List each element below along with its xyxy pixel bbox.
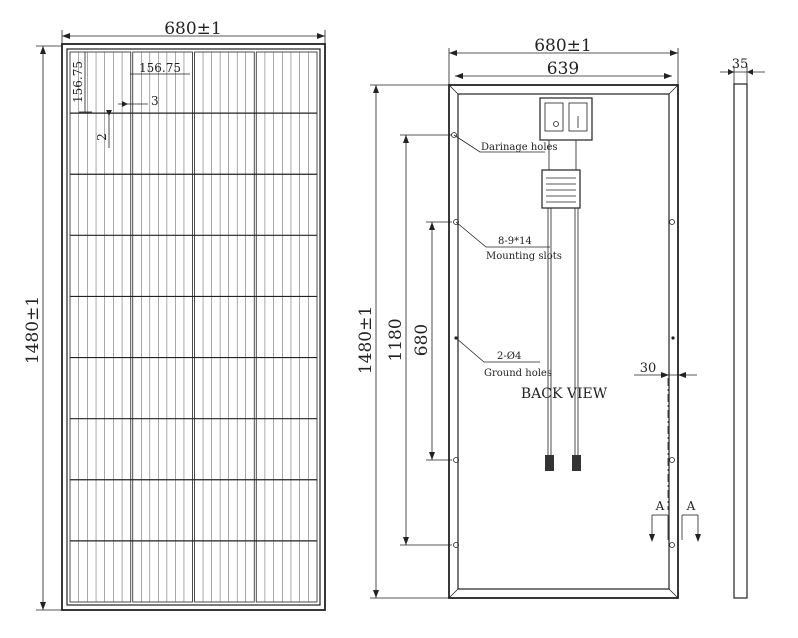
cables — [545, 208, 581, 471]
side-profile — [733, 83, 748, 599]
thickness-label: 35 — [732, 57, 749, 72]
cell-column — [132, 51, 193, 603]
mounting-slot — [453, 542, 459, 548]
back-view-title: BACK VIEW — [521, 386, 608, 402]
drainage-callout: Darinage holes — [481, 142, 558, 153]
back-frame-inner — [457, 93, 670, 590]
back-width-outer-label: 680±1 — [534, 36, 592, 56]
drainage-hole — [451, 132, 457, 138]
front-frame-outer — [61, 43, 326, 611]
mc4-connector — [545, 455, 554, 471]
slot-span-outer-label: 1180 — [386, 318, 406, 361]
cell-width-label: 156.75 — [139, 61, 181, 75]
cell-grid — [69, 51, 318, 603]
slots-spec-callout: 8-9*14 — [498, 236, 532, 247]
mounting-slot — [669, 457, 675, 463]
cell-column — [69, 51, 132, 603]
mounting-slot — [669, 219, 675, 225]
section-mark-left: A — [655, 499, 665, 513]
front-frame-inner — [66, 48, 321, 606]
section-mark-right: A — [686, 499, 696, 513]
side-view: 35 — [720, 57, 765, 599]
ground-hole — [671, 336, 675, 340]
back-height-label: 1480±1 — [356, 306, 376, 374]
front-width-label: 680±1 — [164, 19, 222, 39]
mounting-slot — [453, 219, 459, 225]
slot-span-inner-label: 680 — [412, 324, 432, 356]
gap-v-label: 2 — [95, 133, 109, 141]
cell-column — [194, 51, 255, 603]
gap-h-label: 3 — [151, 94, 159, 108]
cell-height-label: 156.75 — [71, 61, 85, 103]
label-sticker — [541, 169, 581, 209]
junction-box — [539, 97, 593, 170]
slots-callout: Mounting slots — [486, 251, 562, 262]
frame-offset-label: 30 — [640, 361, 657, 376]
back-width-inner-label: 639 — [547, 59, 579, 79]
back-view: 680±1 639 1480±1 1180 680 — [356, 36, 701, 599]
mounting-slot — [453, 457, 459, 463]
cell-column — [255, 51, 318, 603]
ground-callout: Ground holes — [484, 368, 552, 379]
back-frame-outer — [448, 84, 679, 599]
mc4-connector — [572, 455, 581, 471]
mounting-slot — [669, 542, 675, 548]
ground-spec-callout: 2-Ø4 — [497, 351, 521, 362]
front-view: 680±1 1480±1 156.75 156.75 3 2 — [23, 19, 326, 611]
front-height-label: 1480±1 — [23, 296, 43, 364]
